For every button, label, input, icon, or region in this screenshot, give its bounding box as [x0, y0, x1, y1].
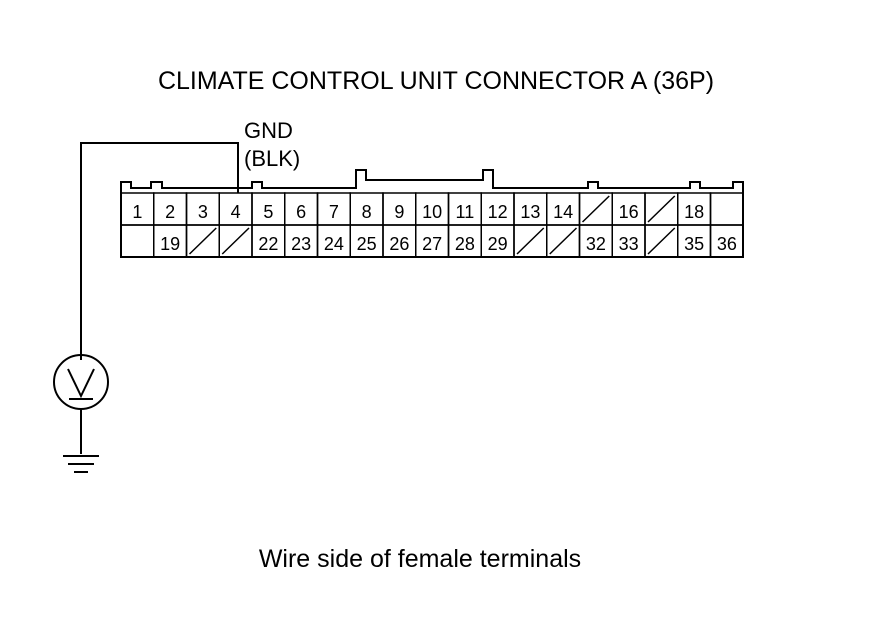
diagram-title: CLIMATE CONTROL UNIT CONNECTOR A (36P): [158, 67, 714, 95]
pin-number: 13: [520, 202, 540, 222]
pin-number: 12: [488, 202, 508, 222]
pin-number: 33: [619, 234, 639, 254]
pin-number: 35: [684, 234, 704, 254]
pin-number: 8: [362, 202, 372, 222]
pin-number: 25: [357, 234, 377, 254]
pin-number: 1: [132, 202, 142, 222]
connector-cell: [709, 192, 744, 226]
unused-terminal-slash: [188, 227, 217, 255]
pin-number: 14: [553, 202, 573, 222]
diagram-caption: Wire side of female terminals: [259, 545, 581, 573]
pin-number: 27: [422, 234, 442, 254]
pin-number: 3: [198, 202, 208, 222]
pin-number: 28: [455, 234, 475, 254]
ground-icon: [63, 455, 99, 473]
unused-terminal-slash: [516, 227, 545, 255]
connector-cell: [120, 224, 155, 258]
pin-number: 10: [422, 202, 442, 222]
pin-number: 26: [389, 234, 409, 254]
connector-outline: [120, 169, 744, 258]
unused-terminal-slash: [647, 227, 676, 255]
pin-number: 16: [619, 202, 639, 222]
pin-number: 4: [231, 202, 241, 222]
pin-number: 6: [296, 202, 306, 222]
connector-cell: [709, 224, 744, 258]
wire-label-gnd: GND: [244, 118, 293, 143]
ground-wire: [80, 142, 239, 360]
unused-terminal-slash: [549, 227, 578, 255]
unused-terminal-slash: [647, 195, 676, 223]
voltmeter-icon: [53, 354, 109, 454]
pin-number: 9: [394, 202, 404, 222]
pin-number: 22: [258, 234, 278, 254]
pin-number: 36: [717, 234, 737, 254]
pin-number: 23: [291, 234, 311, 254]
pin-number: 11: [456, 202, 475, 222]
wire-label-color: (BLK): [244, 146, 300, 171]
pin-number: 24: [324, 234, 344, 254]
pin-number: 2: [165, 202, 175, 222]
unused-terminal-slash: [221, 227, 250, 255]
pin-number: 7: [329, 202, 339, 222]
pin-number: 18: [684, 202, 704, 222]
pin-number: 29: [488, 234, 508, 254]
pin-number: 5: [263, 202, 273, 222]
pin-number: 19: [160, 234, 180, 254]
unused-terminal-slash: [581, 195, 610, 223]
pin-number: 32: [586, 234, 606, 254]
